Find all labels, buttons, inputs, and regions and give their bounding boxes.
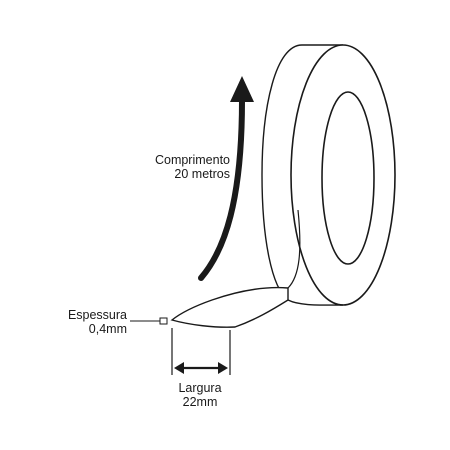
- width-label-line1: Largura: [178, 381, 222, 395]
- tape-strip: [170, 286, 289, 328]
- length-label: Comprimento 20 metros: [130, 153, 230, 181]
- thickness-label: Espessura 0,4mm: [50, 308, 127, 336]
- length-label-line2: 20 metros: [174, 167, 230, 181]
- roll-bottom-edge: [287, 299, 344, 306]
- length-label-line1: Comprimento: [154, 153, 230, 167]
- width-label-line2: 22mm: [182, 395, 218, 409]
- thickness-label-line1: Espessura: [67, 308, 127, 322]
- thickness-label-line2: 0,4mm: [88, 322, 127, 336]
- tape-strip-fold: [287, 209, 301, 289]
- width-label: Largura 22mm: [160, 381, 240, 409]
- roll-core-hole: [321, 91, 375, 265]
- length-arrowhead: [230, 76, 254, 102]
- width-arrowhead-left: [174, 362, 184, 374]
- length-arrow-shaft: [198, 97, 245, 281]
- thickness-marker: [159, 317, 168, 325]
- width-arrowhead-right: [218, 362, 228, 374]
- roll-outer-edge: [261, 44, 303, 301]
